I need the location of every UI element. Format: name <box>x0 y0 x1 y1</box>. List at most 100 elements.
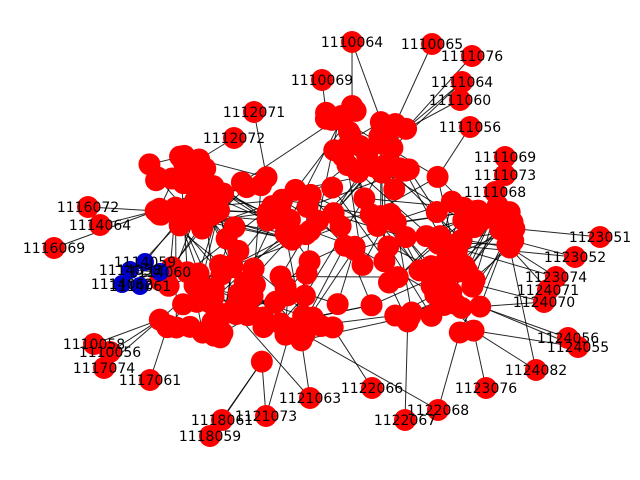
graph-edge <box>437 332 461 411</box>
graph-node <box>148 308 171 331</box>
graph-node <box>459 116 481 138</box>
graph-node <box>450 296 473 319</box>
node-label: 1110058 <box>63 337 125 353</box>
node-label: 1123051 <box>569 230 631 246</box>
graph-edge <box>93 319 160 345</box>
node-label: 1114062 <box>91 277 153 293</box>
node-label: 1122066 <box>341 381 403 397</box>
graph-node <box>250 350 273 373</box>
graph-node <box>430 291 453 314</box>
graph-node <box>188 148 211 171</box>
graph-node <box>299 183 322 206</box>
graph-edge <box>473 330 537 371</box>
graph-node <box>461 45 483 67</box>
graph-node <box>131 277 149 295</box>
graph-edge <box>448 229 501 294</box>
graph-node <box>533 291 555 313</box>
graph-node <box>89 214 111 236</box>
graph-node <box>484 181 506 203</box>
graph-node <box>467 199 490 222</box>
graph-edge <box>480 306 569 339</box>
graph-node <box>121 261 139 279</box>
node-label: 1110069 <box>291 73 353 89</box>
graph-node <box>449 89 471 111</box>
node-label: 1117074 <box>73 361 135 377</box>
graph-node <box>113 275 131 293</box>
graph-node <box>292 304 315 327</box>
node-label: 1122067 <box>374 413 436 429</box>
node-label: 1114060 <box>129 265 191 281</box>
graph-edge <box>405 81 463 130</box>
graph-node <box>306 209 329 232</box>
graph-node <box>149 203 172 226</box>
node-label: 1118059 <box>179 429 241 445</box>
graph-node <box>397 158 420 181</box>
graph-node <box>494 164 516 186</box>
node-label: 1124070 <box>513 295 575 311</box>
graph-node <box>373 153 396 176</box>
graph-node <box>469 295 492 318</box>
graph-node <box>201 203 224 226</box>
graph-node <box>223 127 245 149</box>
node-label: 1112071 <box>223 105 285 121</box>
graph-node <box>242 257 265 280</box>
graph-node <box>394 409 416 431</box>
graph-node <box>139 369 161 391</box>
graph-edge <box>304 333 439 411</box>
graph-node <box>278 208 301 231</box>
graph-node <box>172 293 195 316</box>
graph-node <box>377 271 400 294</box>
graph-node <box>361 377 383 399</box>
graph-node <box>426 165 449 188</box>
graph-node <box>462 319 485 342</box>
node-label: 1123074 <box>525 270 587 286</box>
node-label: 1110065 <box>401 37 463 53</box>
graph-node <box>450 229 473 252</box>
node-label: 1122068 <box>407 403 469 419</box>
node-label: 1111060 <box>429 93 491 109</box>
graph-node <box>341 95 364 118</box>
node-label: 1124056 <box>537 331 599 347</box>
graph-node <box>341 31 363 53</box>
graph-edge <box>394 43 433 125</box>
node-label: 1118061 <box>191 413 253 429</box>
graph-edge <box>509 247 537 371</box>
node-label: 1111069 <box>474 150 536 166</box>
graph-node <box>43 237 65 259</box>
graph-node <box>183 208 206 231</box>
graph-node <box>399 305 422 328</box>
graph-node <box>395 117 418 140</box>
graph-node <box>326 293 349 316</box>
graph-edge <box>253 111 268 178</box>
graph-node <box>503 217 526 240</box>
graph-node <box>421 33 443 55</box>
graph-edge <box>514 228 601 238</box>
node-label: 1123052 <box>544 250 606 266</box>
node-label: 1111056 <box>439 120 501 136</box>
graph-node <box>227 283 250 306</box>
graph-node <box>243 101 265 123</box>
graph-node <box>77 196 99 218</box>
graph-node <box>311 69 333 91</box>
graph-node <box>191 321 214 344</box>
graph-edge <box>404 321 409 421</box>
node-label: 1116072 <box>57 200 119 216</box>
graph-node <box>348 134 371 157</box>
graph-node <box>225 303 248 326</box>
node-label: 1111073 <box>474 168 536 184</box>
graph-node <box>494 146 516 168</box>
graph-edge <box>387 246 432 317</box>
graph-node <box>255 166 278 189</box>
graph-node <box>187 262 210 285</box>
graph-node <box>151 263 169 281</box>
node-label: 1121063 <box>279 391 341 407</box>
graph-node <box>299 387 321 409</box>
graph-node <box>183 169 206 192</box>
graph-node <box>475 377 497 399</box>
graph-edge <box>317 117 340 222</box>
node-label: 1112072 <box>203 131 265 147</box>
node-label: 1114058 <box>99 263 161 279</box>
graph-node <box>230 171 253 194</box>
